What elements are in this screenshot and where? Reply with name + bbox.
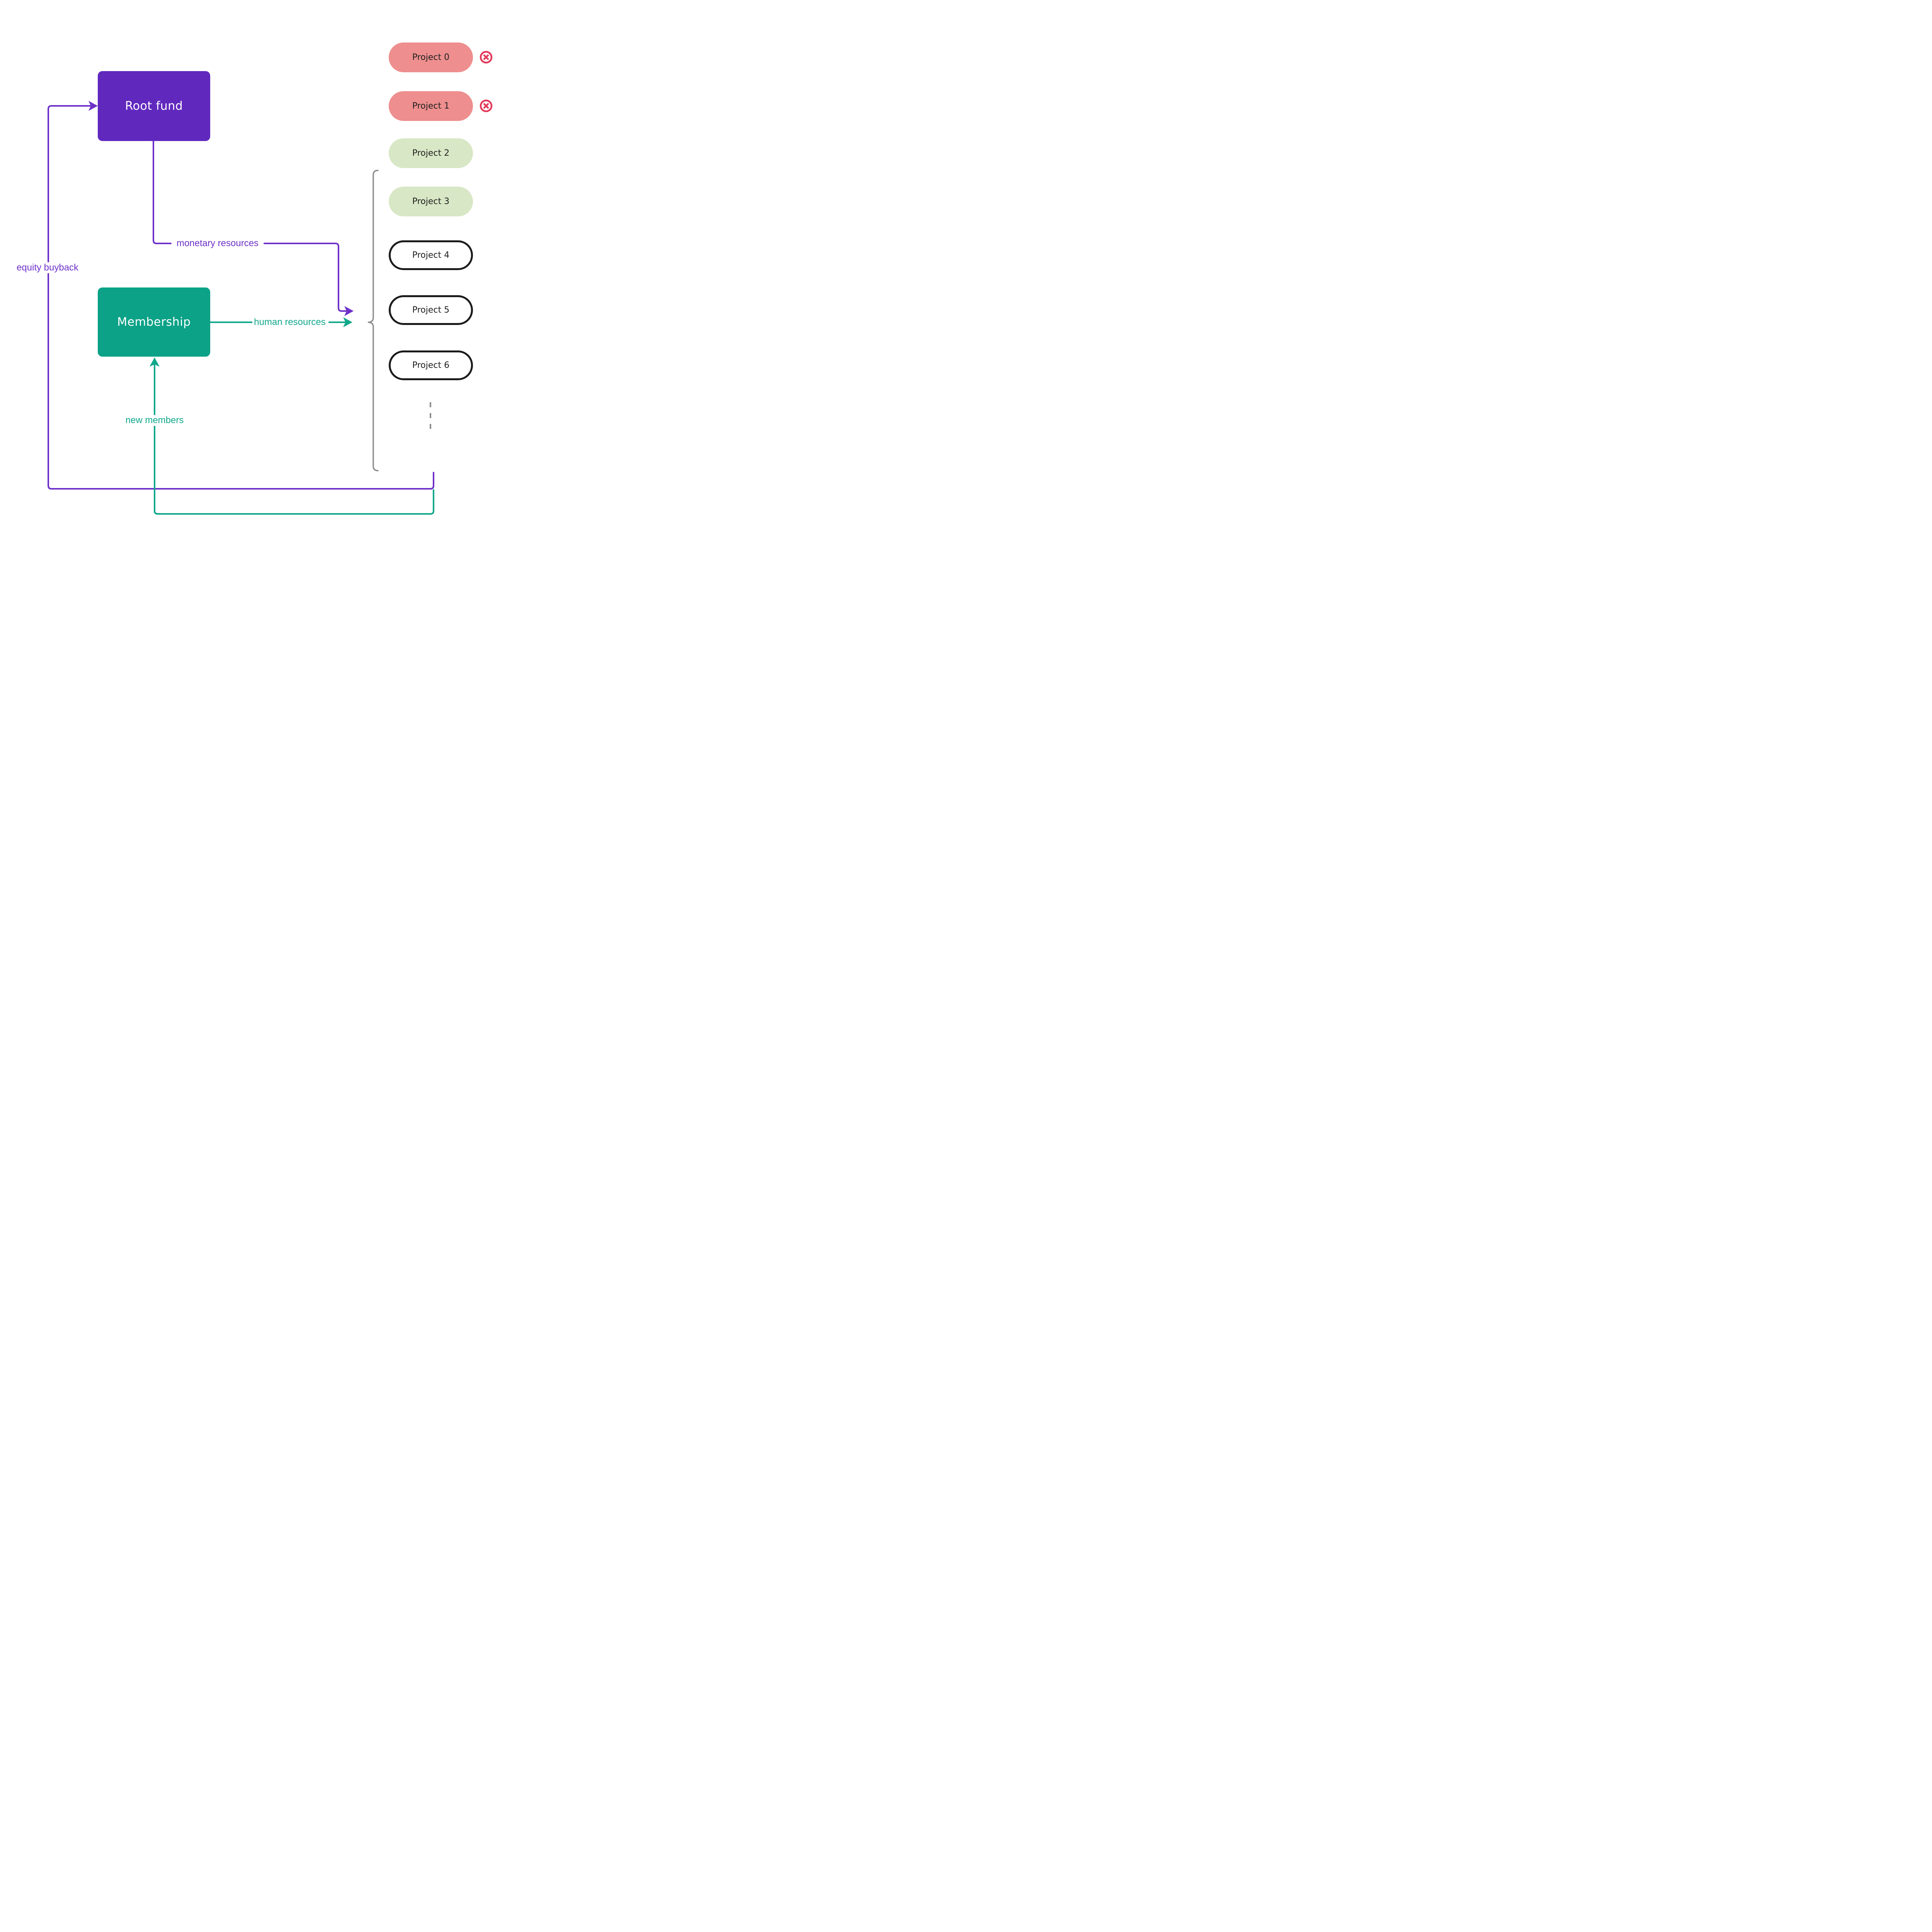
flow-lines bbox=[48, 101, 434, 515]
root-fund-label: Root fund bbox=[125, 99, 183, 113]
human-arrowhead-icon bbox=[343, 317, 352, 327]
project-pill-label: Project 0 bbox=[412, 53, 450, 62]
membership-node: Membership bbox=[98, 287, 210, 357]
project-pill-label: Project 3 bbox=[412, 197, 450, 206]
human-resources-label: human resources bbox=[252, 317, 327, 328]
x-circle-icon bbox=[480, 51, 493, 64]
diagram-canvas: Root fund Membership monetary resources … bbox=[0, 0, 536, 546]
x-circle-icon bbox=[480, 99, 493, 112]
project-pill-3: Project 3 bbox=[389, 187, 473, 216]
membership-label: Membership bbox=[117, 315, 191, 329]
project-pill-4: Project 4 bbox=[389, 240, 473, 270]
equity-buyback-label: equity buyback bbox=[15, 262, 80, 273]
project-pill-label: Project 1 bbox=[412, 101, 450, 111]
project-pill-5: Project 5 bbox=[389, 295, 473, 325]
project-pill-label: Project 4 bbox=[412, 250, 450, 260]
equity-flow-line bbox=[48, 105, 434, 490]
new-members-label: new members bbox=[124, 415, 185, 426]
project-pill-0: Project 0 bbox=[389, 43, 473, 72]
project-pill-label: Project 5 bbox=[412, 305, 450, 315]
monetary-resources-label: monetary resources bbox=[175, 238, 260, 249]
project-pill-label: Project 6 bbox=[412, 361, 450, 370]
monetary-flow-line bbox=[153, 140, 347, 312]
monetary-arrowhead-icon bbox=[344, 306, 354, 316]
project-pill-label: Project 2 bbox=[412, 148, 450, 158]
root-fund-node: Root fund bbox=[98, 71, 210, 141]
equity-arrowhead-icon bbox=[88, 101, 98, 111]
members-arrowhead-icon bbox=[150, 357, 160, 367]
projects-brace bbox=[367, 170, 379, 471]
members-flow-line bbox=[154, 364, 434, 515]
project-pill-6: Project 6 bbox=[389, 350, 473, 380]
project-pill-1: Project 1 bbox=[389, 91, 473, 121]
project-pill-2: Project 2 bbox=[389, 138, 473, 168]
